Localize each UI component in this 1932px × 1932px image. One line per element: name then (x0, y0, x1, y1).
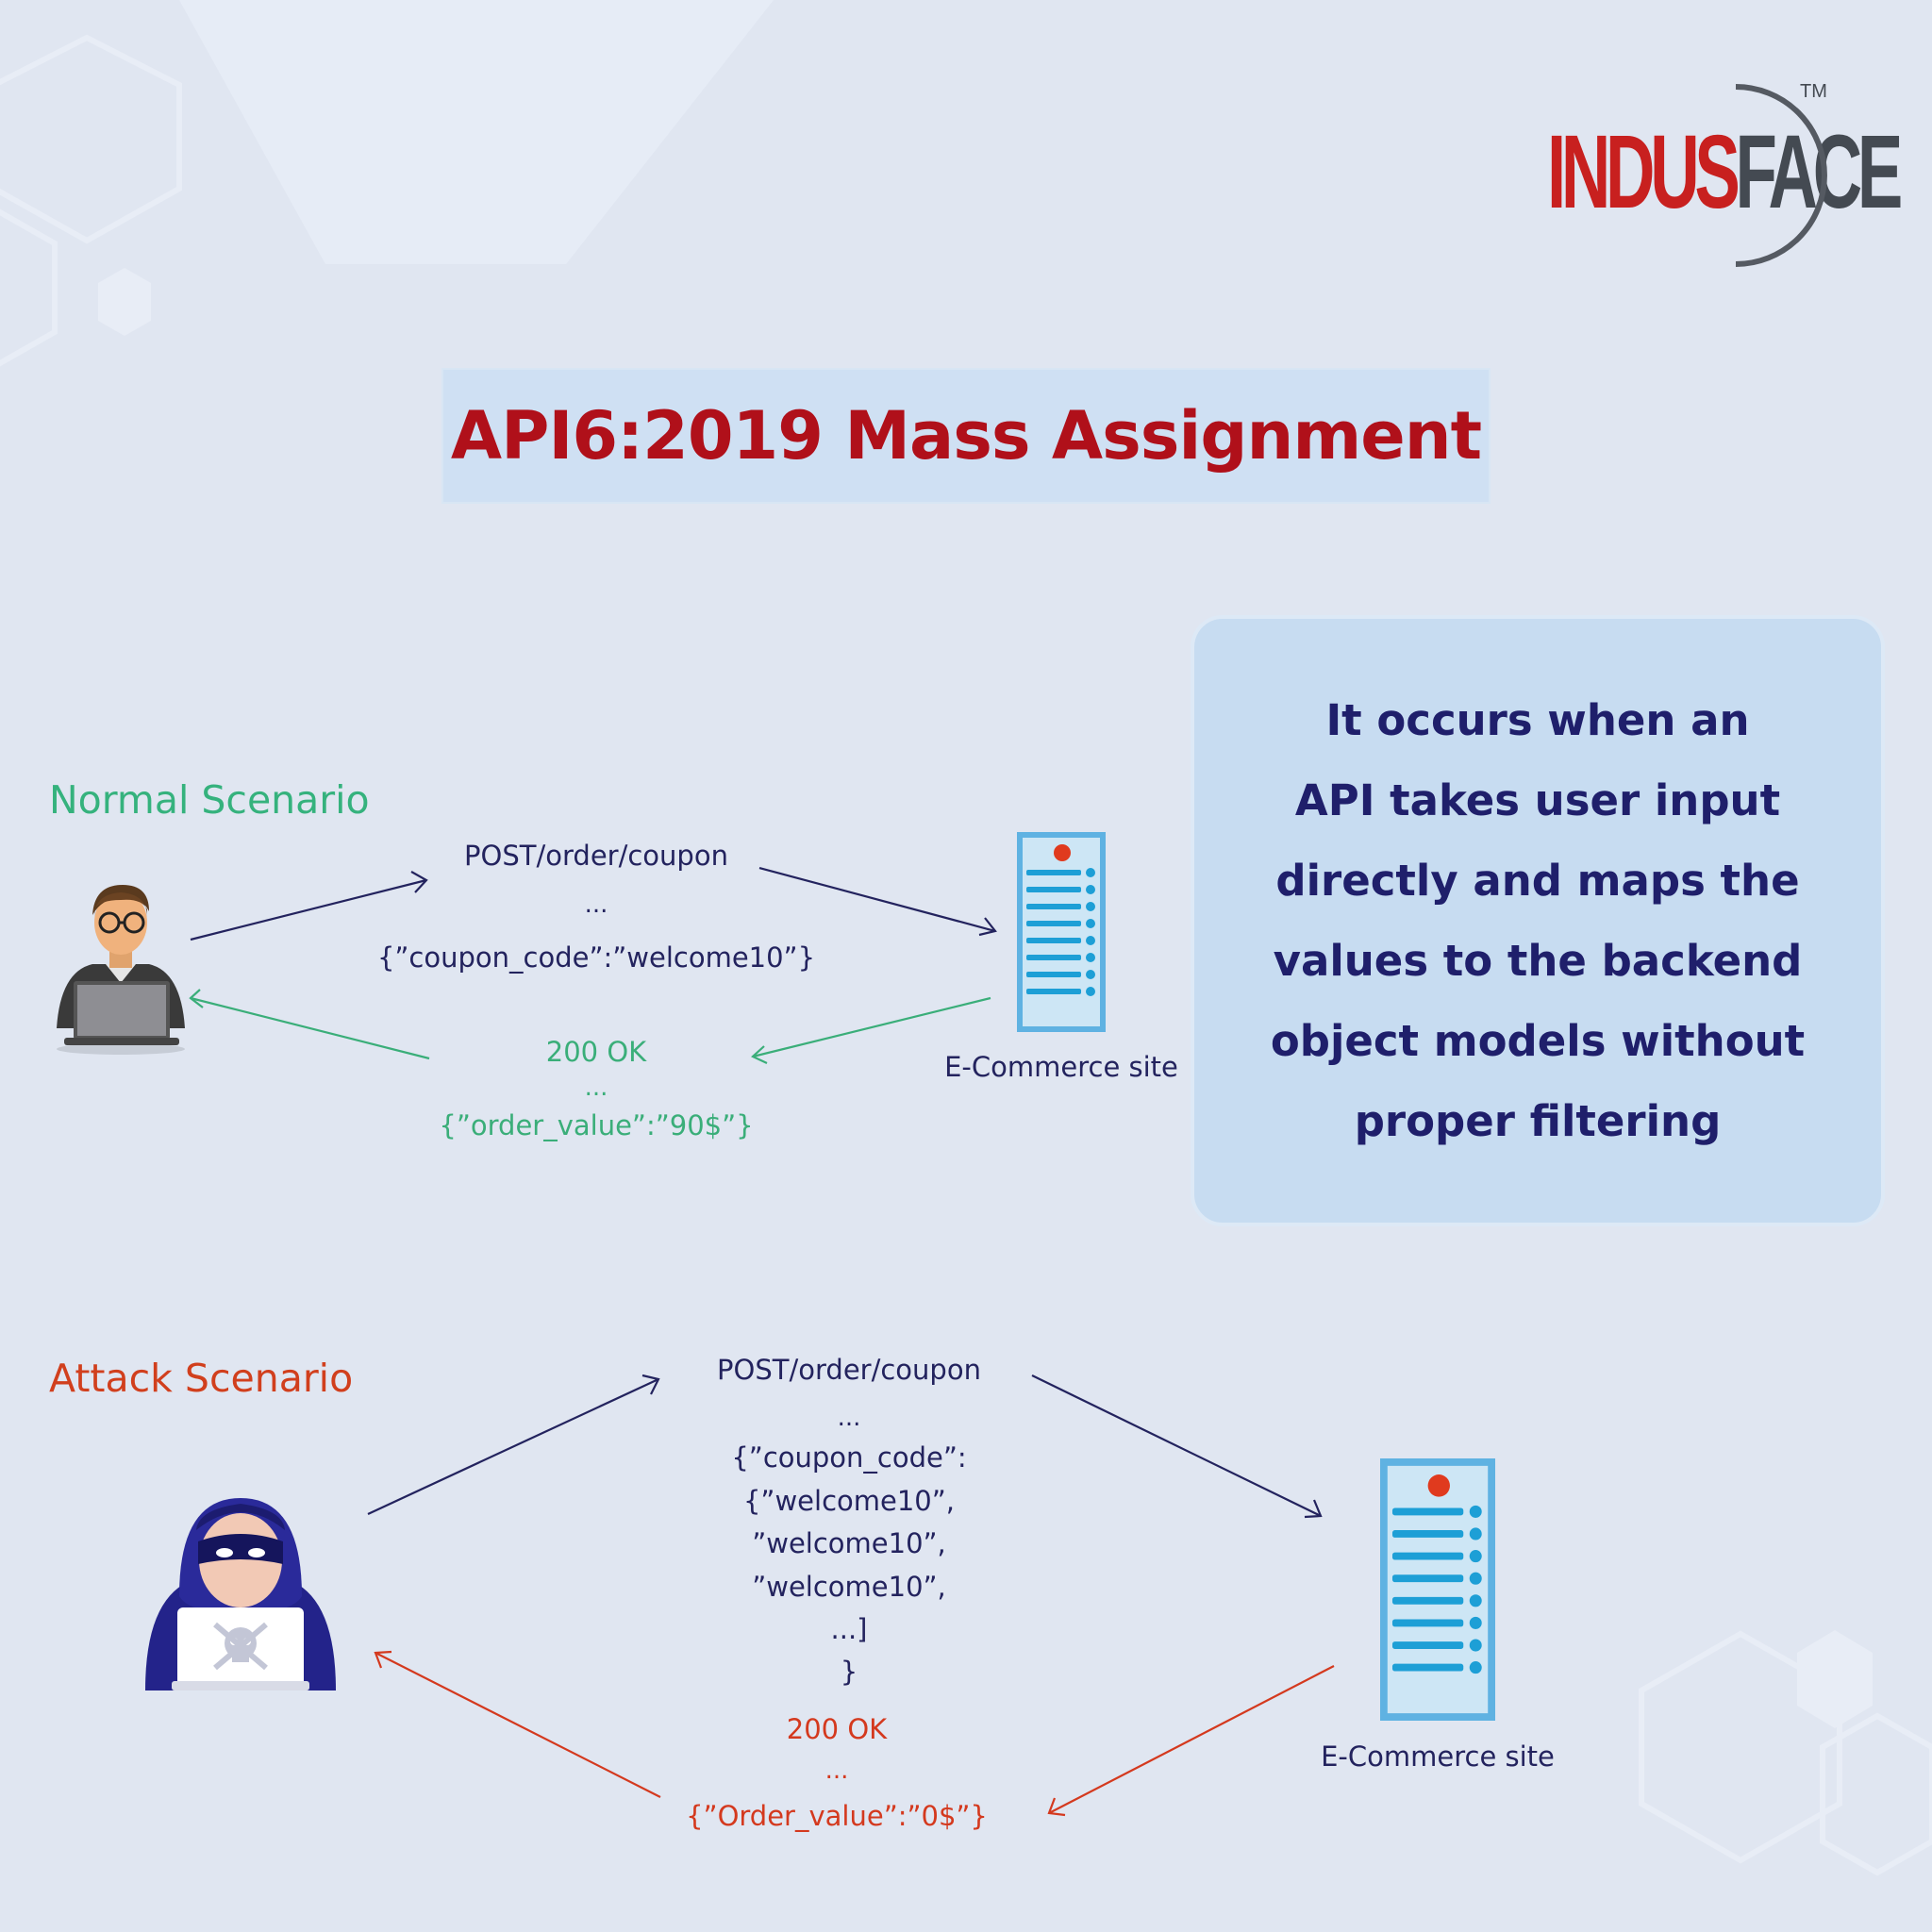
attack-response-arrow-1 (1047, 1665, 1335, 1817)
hacker-with-laptop-icon (145, 1498, 336, 1690)
normal-request-line-1: POST/order/coupon (464, 840, 728, 872)
description-text: It occurs when an API takes user input d… (1270, 695, 1806, 1146)
normal-response-line-3: {”order_value”:”90$”} (439, 1109, 754, 1141)
server-icon (1380, 1458, 1495, 1721)
normal-scenario-title: Normal Scenario (49, 777, 370, 823)
attack-request-line-8: } (840, 1656, 858, 1688)
attack-response-arrow-2 (374, 1650, 661, 1798)
normal-response-line-2: ... (584, 1074, 608, 1102)
title-banner: API6:2019 Mass Assignment (441, 368, 1491, 504)
attack-request-line-7: ...] (830, 1613, 868, 1645)
normal-request-line-3: {”coupon_code”:”welcome10”} (376, 941, 816, 974)
attack-request-line-4: {”welcome10”, (742, 1485, 955, 1517)
attack-scenario-title: Attack Scenario (49, 1356, 354, 1401)
logo-arc-icon (1735, 84, 1827, 267)
normal-request-line-2: ... (584, 891, 608, 919)
attack-request-line-3: {”coupon_code”: (731, 1441, 967, 1474)
attack-site-label: E-Commerce site (1321, 1740, 1555, 1773)
logo-word-red: INDUS (1547, 114, 1740, 230)
attack-request-arrow-2 (1031, 1374, 1323, 1519)
normal-request-arrow-1 (190, 871, 428, 941)
attack-request-arrow-1 (367, 1374, 660, 1515)
page-title: API6:2019 Mass Assignment (450, 397, 1482, 475)
attack-request-line-2: ... (837, 1404, 861, 1432)
logo-trademark: TM (1800, 81, 1827, 102)
normal-request-arrow-2 (758, 866, 997, 937)
attack-response-line-1: 200 OK (786, 1713, 888, 1745)
normal-response-arrow-1 (751, 996, 991, 1064)
description-card: It occurs when an API takes user input d… (1191, 615, 1885, 1226)
normal-site-label: E-Commerce site (944, 1051, 1178, 1083)
attack-response-line-3: {”Order_value”:”0$”} (686, 1800, 988, 1832)
attack-request-line-1: POST/order/coupon (717, 1354, 981, 1386)
normal-response-arrow-2 (189, 989, 430, 1060)
attack-request-line-6: ”welcome10”, (752, 1571, 946, 1603)
attack-request-line-5: ”welcome10”, (752, 1527, 946, 1559)
attack-response-line-2: ... (824, 1757, 849, 1785)
server-icon (1017, 832, 1106, 1032)
user-with-laptop-icon (57, 885, 185, 1055)
normal-response-line-1: 200 OK (545, 1036, 647, 1068)
